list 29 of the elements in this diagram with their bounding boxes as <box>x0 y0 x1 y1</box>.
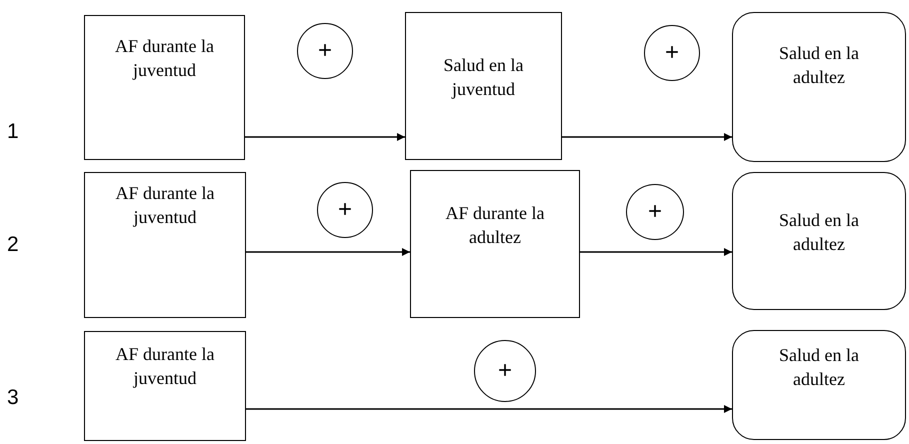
node-label: Salud en la adultez <box>778 344 860 392</box>
node-label: Salud en la juventud <box>442 54 524 102</box>
rounded-box <box>732 12 906 162</box>
process-box <box>84 15 245 160</box>
plus-sign: + <box>338 194 352 225</box>
row-number: 2 <box>7 233 19 257</box>
node-label: AF durante la adultez <box>444 202 546 250</box>
plus-sign: + <box>664 38 679 68</box>
process-box <box>84 172 246 318</box>
arrow <box>246 248 410 256</box>
node-label: AF durante la juventud <box>114 182 216 230</box>
row-number: 1 <box>7 120 19 144</box>
arrow <box>245 133 405 141</box>
node-label: AF durante la juventud <box>114 35 215 82</box>
process-box <box>405 12 562 160</box>
rounded-box <box>732 172 906 310</box>
arrow <box>246 405 732 413</box>
process-box <box>84 331 246 441</box>
process-box <box>410 170 580 318</box>
plus-sign: + <box>318 36 332 66</box>
node-label: Salud en la adultez <box>778 42 860 90</box>
rounded-box <box>732 330 906 440</box>
plus-sign: + <box>648 196 662 227</box>
row-number: 3 <box>7 386 19 410</box>
plus-sign: + <box>498 356 512 386</box>
arrow <box>562 133 732 141</box>
node-label: AF durante la juventud <box>114 343 216 390</box>
node-label: Salud en la adultez <box>778 209 860 256</box>
arrow <box>580 248 732 256</box>
